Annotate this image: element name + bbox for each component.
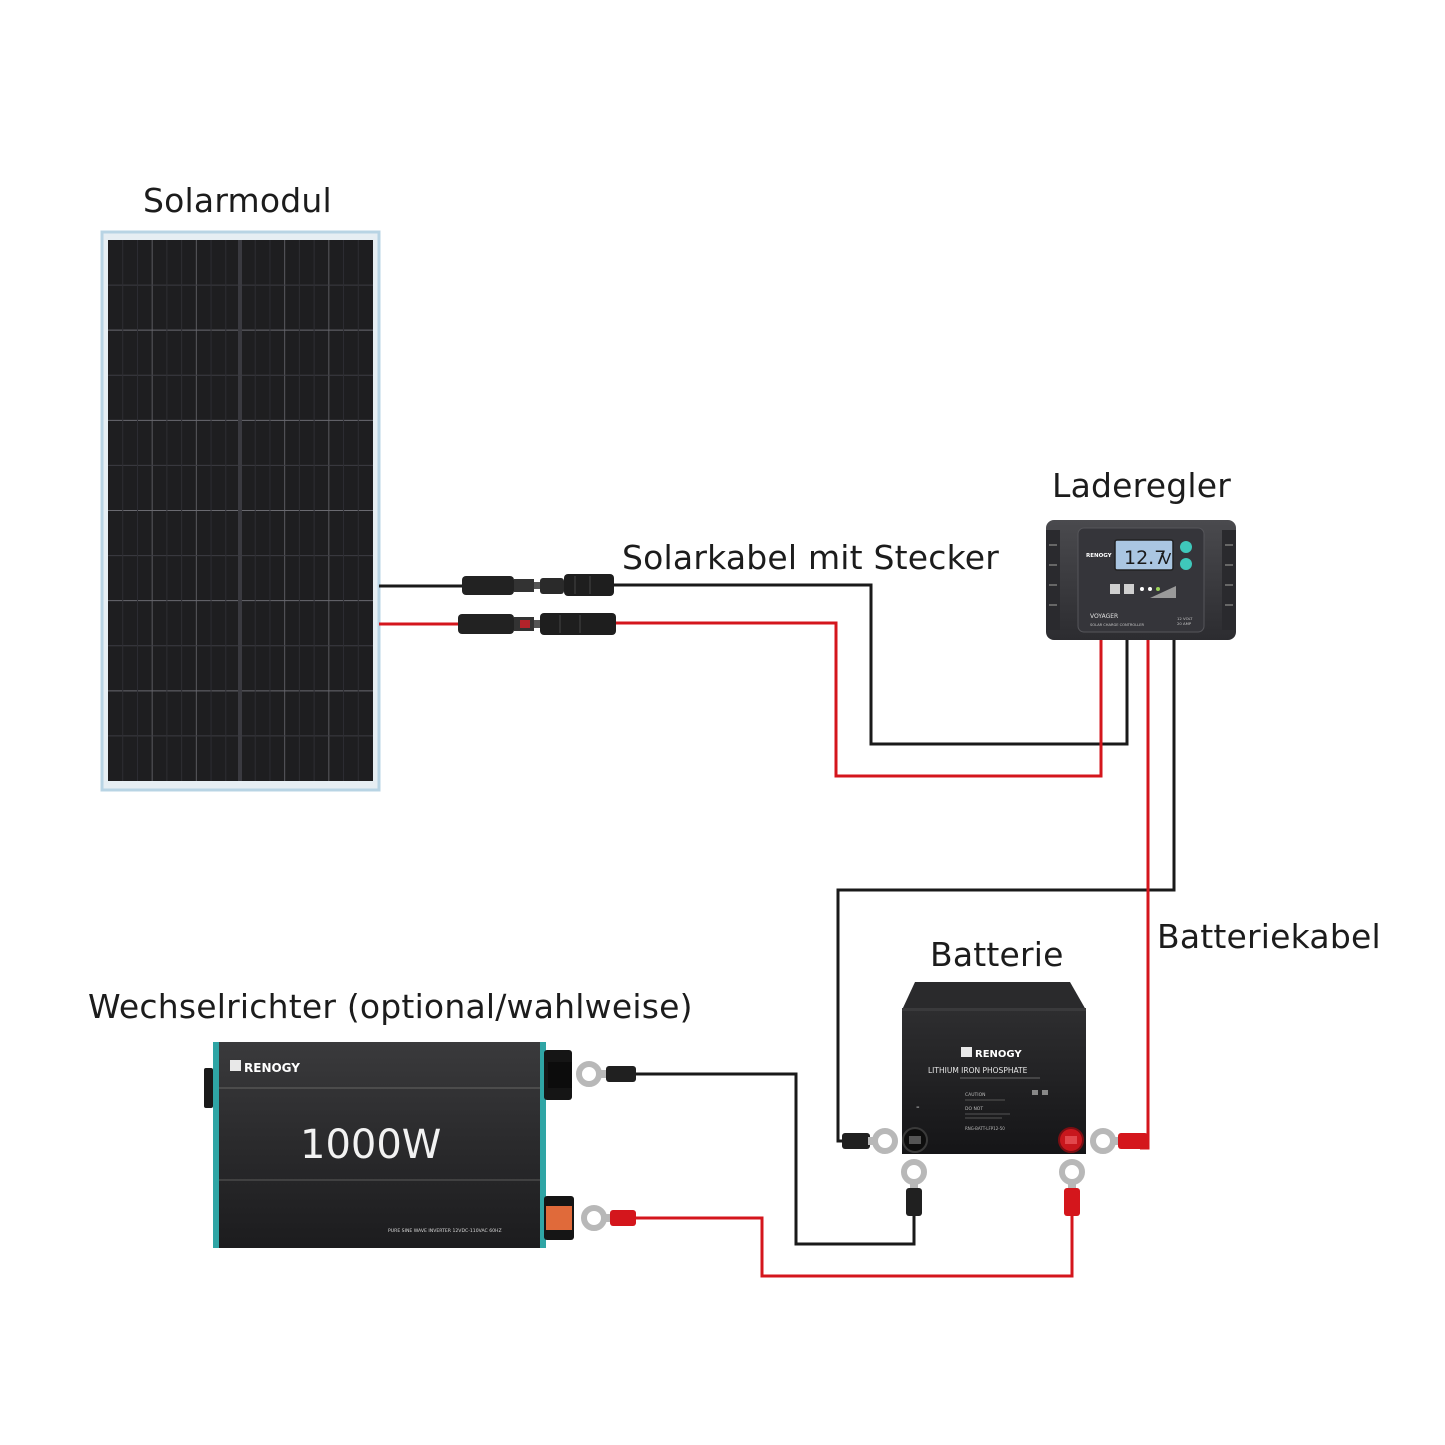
ring-terminal-icon [842, 1128, 898, 1154]
wires [379, 583, 1176, 1278]
mc4-connector-icon [462, 574, 614, 596]
inverter: RENOGY 1000W PURE SINE WAVE INVERTER 12V… [204, 1042, 574, 1248]
controller-rating-voltage: 12 VOLT [1177, 616, 1193, 621]
inverter-cable-negative [634, 1072, 916, 1246]
ring-terminal-icon [901, 1159, 927, 1216]
battery-label: Batterie [930, 935, 1064, 974]
battery: RENOGY LITHIUM IRON PHOSPHATE CAUTION DO… [902, 982, 1086, 1154]
battery-do-not: DO NOT [965, 1106, 983, 1112]
lcd-unit: V [1161, 550, 1172, 568]
inverter-body [213, 1042, 546, 1248]
ring-terminal-icon [1059, 1159, 1085, 1216]
ring-terminal-icon [1090, 1128, 1148, 1154]
solar-panel [100, 230, 381, 792]
controller-model: VOYAGER [1090, 613, 1118, 620]
controller-subtitle: SOLAR CHARGE CONTROLLER [1090, 623, 1144, 627]
battery-cable-positive [1140, 640, 1150, 1150]
controller-rating-current: 20 AMP [1177, 621, 1192, 626]
charge-controller-label: Laderegler [1052, 466, 1231, 505]
battery-body [902, 1008, 1086, 1154]
inverter-label: Wechselrichter (optional/wahlweise) [88, 987, 693, 1026]
ring-terminal-icon [576, 1061, 636, 1087]
battery-brand: RENOGY [975, 1049, 1022, 1060]
battery-terminal-icon [1058, 1127, 1084, 1153]
battery-type: LITHIUM IRON PHOSPHATE [928, 1066, 1028, 1075]
solar-cable-positive [614, 621, 1103, 778]
svg-text:-: - [916, 1102, 920, 1113]
inverter-negative-post [548, 1062, 572, 1088]
solar-cable-negative [614, 583, 1129, 746]
battery-model-code: RNG-BATT-LFP12-50 [965, 1126, 1005, 1131]
charge-controller: RENOGY 12.7 V VOYAGER SOLAR CHARGE CONTR… [1046, 520, 1236, 640]
battery-caution: CAUTION [965, 1092, 986, 1098]
inverter-description: PURE SINE WAVE INVERTER 12VDC-110VAC 60H… [388, 1228, 502, 1234]
panel-center-bus [238, 240, 242, 781]
controller-button-up [1180, 541, 1192, 553]
controller-brand: RENOGY [1086, 553, 1113, 559]
battery-lid [902, 982, 1086, 1010]
solar-panel-label: Solarmodul [143, 181, 332, 220]
inverter-cable-positive [634, 1216, 1074, 1278]
solar-cable-label: Solarkabel mit Stecker [622, 538, 1000, 577]
battery-cable-label: Batteriekabel [1157, 917, 1381, 956]
inverter-brand: RENOGY [244, 1061, 300, 1075]
battery-terminal-icon [902, 1127, 928, 1153]
ring-terminal-icon [581, 1205, 636, 1231]
controller-button-down [1180, 558, 1192, 570]
inverter-power: 1000W [300, 1122, 441, 1168]
ring-terminals [576, 1061, 1148, 1231]
inverter-positive-post [546, 1206, 572, 1230]
lcd-display-icon [1114, 539, 1174, 571]
mc4-connector-icon [458, 613, 616, 635]
lcd-value: 12.7 [1124, 547, 1166, 569]
mc4-connectors [458, 574, 616, 635]
